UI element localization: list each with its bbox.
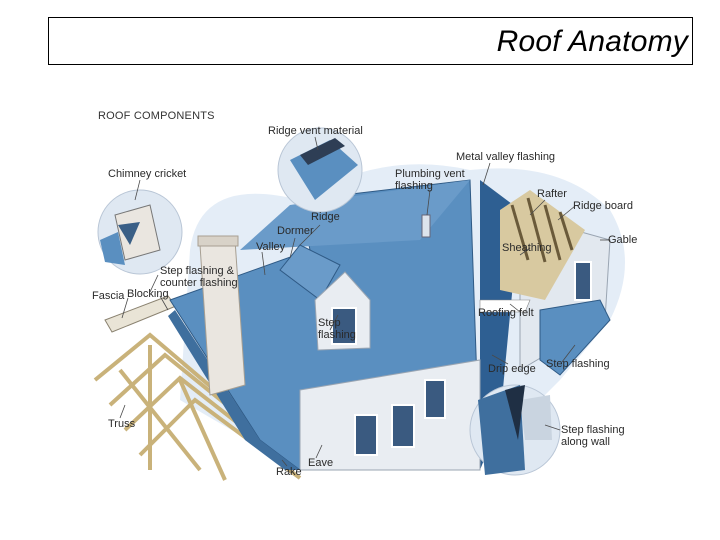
label-step-flashing-along-wall: Step flashing along wall xyxy=(561,424,625,448)
label-dormer: Dormer xyxy=(277,225,314,237)
label-step-flashing-side: Step flashing xyxy=(546,358,610,370)
label-metal-valley-flashing: Metal valley flashing xyxy=(456,151,556,163)
label-gable: Gable xyxy=(608,234,638,246)
upper-roof-plane xyxy=(240,180,470,250)
label-drip-edge: Drip edge xyxy=(488,363,536,375)
label-ridge-vent-material: Ridge vent material xyxy=(268,125,363,137)
inset-chimney-cricket xyxy=(97,189,183,275)
label-ridge: Ridge xyxy=(311,211,340,223)
components-heading: ROOF COMPONENTS xyxy=(98,110,215,122)
dormer-window xyxy=(331,307,357,345)
title-box: Roof Anatomy xyxy=(48,17,693,65)
label-step-flashing-dormer: Step flashing xyxy=(318,317,356,341)
gable-window xyxy=(574,261,592,301)
label-plumbing-vent-flashing: Plumbing vent flashing xyxy=(395,168,465,192)
leader-lines xyxy=(119,136,610,467)
label-rafter: Rafter xyxy=(537,188,567,200)
label-rake: Rake xyxy=(276,466,302,478)
label-sheathing: Sheathing xyxy=(502,242,552,254)
inset-step-flashing-wall xyxy=(469,384,561,476)
plumbing-vent xyxy=(421,214,431,238)
label-ridge-board: Ridge board xyxy=(573,200,633,212)
label-truss: Truss xyxy=(108,418,136,430)
page-title: Roof Anatomy xyxy=(496,25,688,58)
inset-ridge-vent xyxy=(277,127,363,213)
label-valley: Valley xyxy=(256,241,286,253)
label-blocking: Blocking xyxy=(127,288,169,300)
eave-strip xyxy=(168,310,300,470)
label-fascia: Fascia xyxy=(92,290,125,302)
label-chimney-cricket: Chimney cricket xyxy=(108,168,187,180)
label-eave: Eave xyxy=(308,457,334,469)
label-roofing-felt: Roofing felt xyxy=(478,307,534,319)
dormer-roof xyxy=(279,244,341,301)
windows xyxy=(354,379,446,456)
sheathing-panel xyxy=(500,190,585,300)
chimney-cap xyxy=(197,235,239,247)
roofing-felt-strip xyxy=(479,299,531,313)
side-flashing-panel xyxy=(539,299,611,376)
label-step-flashing-counter-flashing: Step flashing & counter flashing xyxy=(160,265,238,289)
